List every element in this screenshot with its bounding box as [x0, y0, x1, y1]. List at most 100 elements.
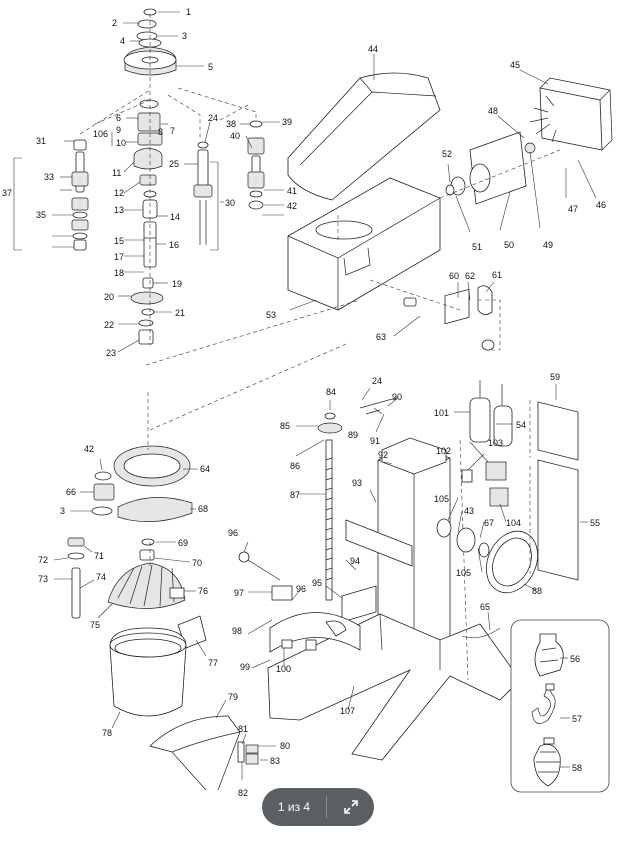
callout-43: 43: [464, 506, 474, 516]
mixer-column: [238, 397, 521, 761]
callout-80: 80: [280, 741, 290, 751]
callout-60: 60: [449, 271, 459, 281]
top-gear-stack: [123, 8, 177, 345]
callout-70: 70: [192, 558, 202, 568]
callout-5: 5: [208, 62, 213, 72]
callout-37: 37: [2, 188, 12, 198]
hood-and-gearbox: [287, 72, 441, 311]
callout-86: 86: [290, 461, 300, 471]
callout-95: 95: [312, 578, 322, 588]
callout-56: 56: [570, 654, 580, 664]
callout-96: 96: [228, 528, 238, 538]
callout-23: 23: [106, 348, 116, 358]
callout-93: 93: [352, 478, 362, 488]
callout-50: 50: [504, 240, 514, 250]
callout-33: 33: [44, 172, 54, 182]
planetary-ring-group: [67, 392, 207, 649]
callout-14: 14: [170, 212, 180, 222]
callout-12: 12: [114, 188, 124, 198]
callout-102: 102: [436, 446, 451, 456]
callout-75: 75: [90, 620, 100, 630]
callout-13: 13: [114, 205, 124, 215]
center-shaft-group: [167, 94, 219, 251]
expand-arrows-icon[interactable]: [327, 788, 374, 826]
callout-48: 48: [488, 106, 498, 116]
callout-59: 59: [550, 372, 560, 382]
callout-16: 16: [169, 240, 179, 250]
callout-83: 83: [270, 756, 280, 766]
callout-87: 87: [290, 490, 300, 500]
leader-lines: [52, 11, 597, 780]
callout-51: 51: [472, 242, 482, 252]
callout-17: 17: [114, 252, 124, 262]
callout-8: 8: [158, 127, 163, 137]
callout-11: 11: [112, 168, 121, 178]
callout-7: 7: [170, 126, 175, 136]
callout-99: 99: [240, 662, 250, 672]
callout-42: 42: [287, 201, 297, 211]
callout-18: 18: [114, 268, 124, 278]
callout-49: 49: [543, 240, 553, 250]
callout-19: 19: [172, 279, 182, 289]
callout-58: 58: [572, 763, 582, 773]
callout-54: 54: [516, 420, 526, 430]
page-counter: 1 из 4: [277, 800, 311, 814]
callout-101: 101: [434, 408, 449, 418]
callout-61: 61: [492, 270, 502, 280]
callout-65: 65: [480, 602, 490, 612]
callout-25: 25: [169, 159, 179, 169]
callout-9: 9: [116, 125, 121, 135]
callout-89: 89: [348, 430, 358, 440]
callout-31: 31: [36, 136, 46, 146]
callout-1: 1: [186, 7, 191, 17]
callout-52: 52: [442, 149, 452, 159]
callout-62: 62: [465, 271, 475, 281]
callout-106: 106: [93, 129, 108, 139]
electrical-group: [436, 380, 579, 594]
callout-38: 38: [226, 119, 236, 129]
callout-35: 35: [36, 210, 46, 220]
callout-74: 74: [96, 572, 106, 582]
callout-100: 100: [276, 664, 291, 674]
callout-3: 3: [60, 506, 65, 516]
callout-30: 30: [225, 198, 235, 208]
callout-69: 69: [178, 538, 188, 548]
callout-57: 57: [572, 714, 582, 724]
callout-97: 97: [234, 588, 244, 598]
alignment-lines: [94, 99, 361, 431]
attachments-box: [510, 619, 610, 793]
callout-77: 77: [208, 658, 218, 668]
callout-53: 53: [266, 310, 276, 320]
callout-82: 82: [238, 788, 248, 798]
callout-79: 79: [228, 692, 238, 702]
callout-41: 41: [287, 186, 297, 196]
callout-78: 78: [102, 728, 112, 738]
bowl-and-guard: [109, 627, 259, 791]
callout-21: 21: [175, 308, 185, 318]
pager-divider: [326, 796, 327, 818]
callout-63: 63: [376, 332, 386, 342]
callout-20: 20: [104, 292, 114, 302]
callout-2: 2: [112, 18, 117, 28]
callout-24: 24: [372, 376, 382, 386]
callout-24: 24: [208, 113, 218, 123]
callout-15: 15: [114, 236, 124, 246]
callout-64: 64: [200, 464, 210, 474]
callout-45: 45: [510, 60, 520, 70]
page-indicator-bar: 1 из 4: [262, 788, 374, 826]
callout-84: 84: [326, 387, 336, 397]
callout-107: 107: [340, 706, 355, 716]
callout-94: 94: [350, 556, 360, 566]
callout-73: 73: [38, 574, 48, 584]
callout-96: 96: [296, 584, 306, 594]
callout-10: 10: [116, 138, 126, 148]
callout-88: 88: [532, 586, 542, 596]
callout-66: 66: [66, 487, 76, 497]
callout-98: 98: [232, 626, 242, 636]
callout-71: 71: [94, 551, 104, 561]
callout-40: 40: [230, 131, 240, 141]
callout-72: 72: [38, 555, 48, 565]
callout-55: 55: [590, 518, 600, 528]
